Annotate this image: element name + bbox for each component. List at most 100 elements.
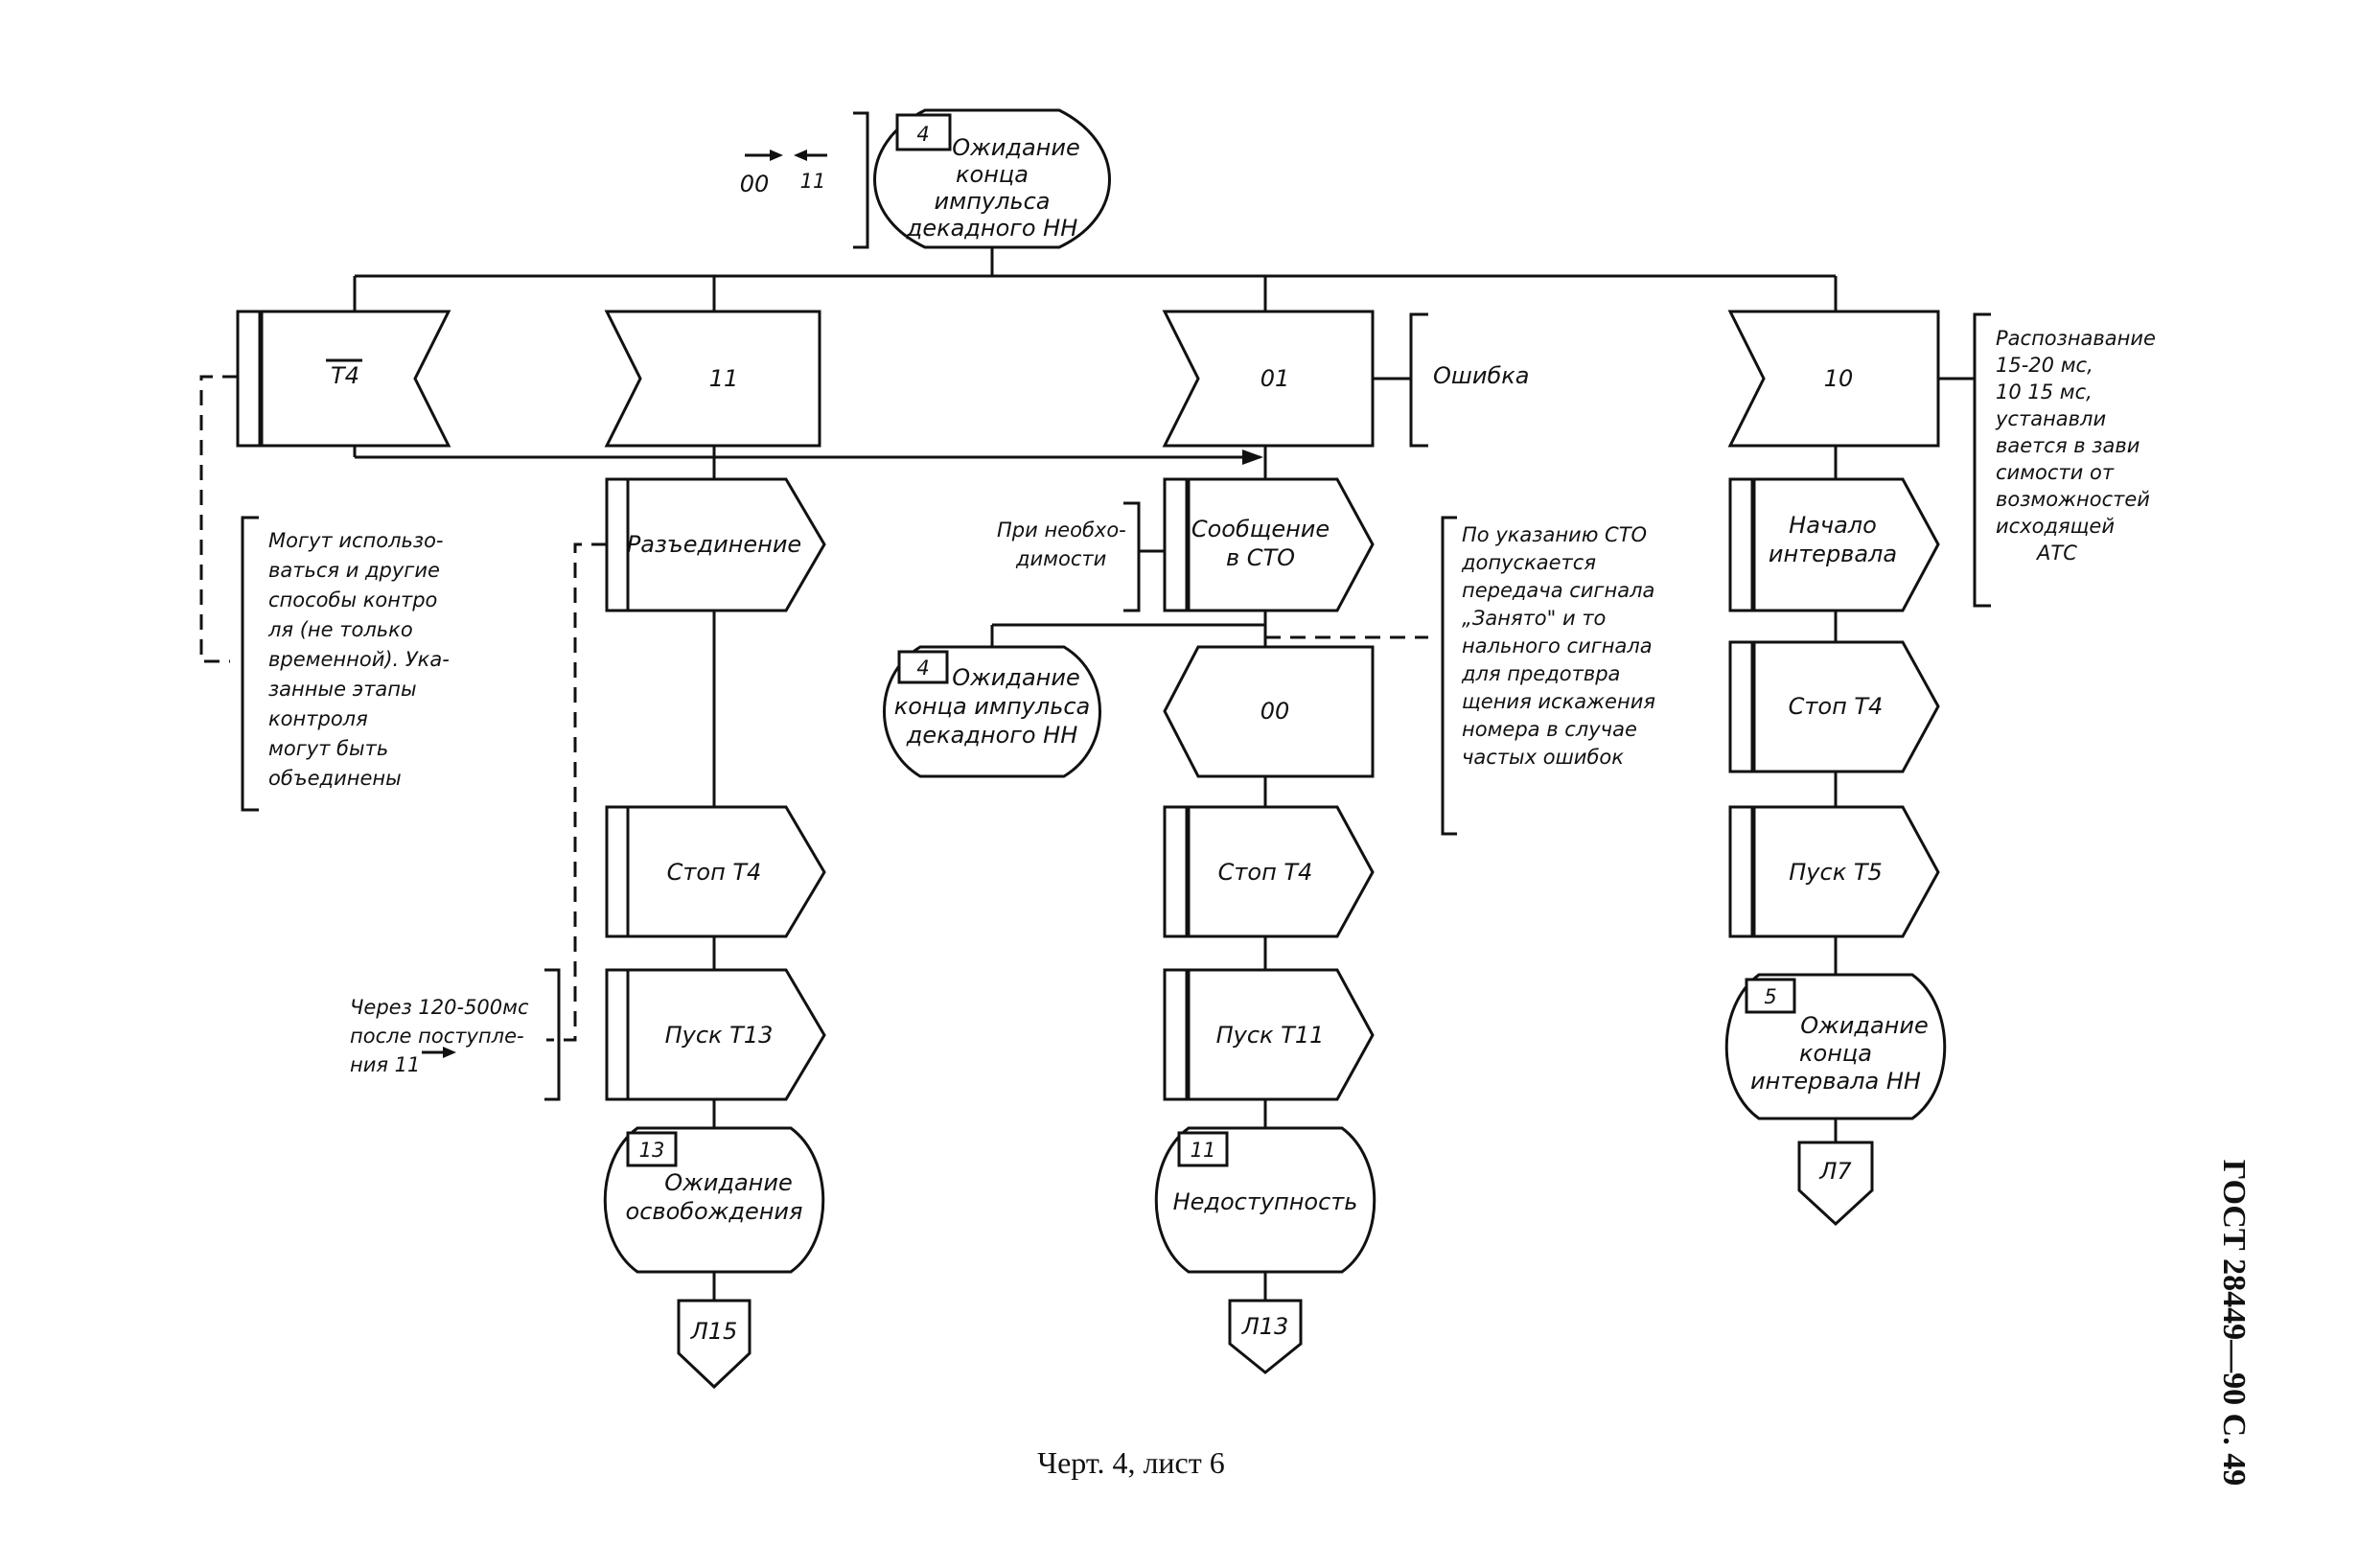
input-10-label: 10 [1824, 365, 1854, 392]
col2-stop-t4: Стоп Т4 [1163, 805, 1375, 938]
note-sto: По указанию СТО допускается передача сиг… [1265, 516, 1655, 836]
note-control-8: могут быть [268, 737, 388, 760]
top-state-number: 4 [916, 123, 929, 146]
col1-disconnect: Разъединение [605, 477, 826, 612]
col3-step1-label-2: интервала [1769, 541, 1897, 567]
col1-step1-label: Разъединение [627, 531, 801, 558]
note-control-1: Могут использо- [268, 529, 444, 552]
col3-step3-label: Пуск Т5 [1789, 859, 1883, 886]
col2-connector-label: Л13 [1241, 1313, 1289, 1340]
note-control-7: контроля [268, 707, 368, 730]
input-11: 11 [604, 310, 821, 448]
input-t4: T4 [236, 310, 451, 448]
col3-connector: Л7 [1797, 1141, 1874, 1227]
col2-state-label: Недоступность [1173, 1188, 1358, 1215]
note-sto-4: „Занято" и то [1462, 607, 1606, 630]
col3-interval-start: Начало интервала [1728, 477, 1940, 612]
note-recognition-7: возможностей [1996, 488, 2150, 511]
note-recognition-4: устанавли [1995, 407, 2106, 430]
note-sto-3: передача сигнала [1462, 579, 1654, 602]
note-through: Через 120-500мс после поступле- ния 11 [350, 542, 607, 1101]
top-state: 4 Ожидание конца импульса декадного НН [873, 108, 1111, 249]
note-recognition-2: 15-20 мс, [1996, 354, 2093, 377]
col2-input-label: 00 [1260, 698, 1290, 725]
col3-start-t5: Пуск Т5 [1728, 805, 1940, 938]
col3-connector-label: Л7 [1818, 1158, 1852, 1185]
note-sto-9: частых ошибок [1462, 746, 1624, 769]
col3-step1-label-1: Начало [1789, 512, 1877, 539]
top-state-label-4: декадного НН [906, 215, 1078, 242]
col1-state-label-2: освобождения [626, 1198, 803, 1225]
note-through-1: Через 120-500мс [350, 996, 529, 1019]
note-control-2: ваться и другие [268, 559, 440, 582]
arrow-head [1242, 450, 1263, 465]
col2-step1-label-2: в СТО [1226, 544, 1295, 571]
note-need: При необхо- димости [997, 501, 1165, 612]
note-sto-5: нального сигнала [1462, 634, 1653, 657]
col3-step2-label: Стоп Т4 [1789, 693, 1884, 720]
col2-state-number: 11 [1191, 1139, 1216, 1162]
note-recognition-6: симости от [1996, 461, 2115, 484]
input-t4-label: T4 [331, 362, 359, 389]
col1-stop-t4: Стоп Т4 [605, 805, 826, 938]
note-sto-6: для предотвра [1461, 662, 1620, 685]
top-state-label-2: конца [956, 161, 1029, 188]
col2-step1-label-1: Сообщение [1191, 516, 1330, 542]
col1-state-number: 13 [639, 1139, 665, 1162]
input-11-label: 11 [709, 365, 739, 392]
input-10: 10 [1727, 310, 1940, 448]
input-01: 01 [1162, 310, 1375, 448]
note-control-6: занные этапы [268, 678, 417, 701]
col2-message-sto: Сообщение в СТО [1163, 477, 1375, 612]
col3-state-label-2: конца [1799, 1040, 1872, 1067]
note-recognition-8: исходящей [1996, 515, 2115, 538]
note-need-2: димости [1015, 547, 1106, 570]
top-state-label-3: импульса [935, 188, 1051, 215]
top-state-label-1: Ожидание [952, 134, 1079, 161]
col2-branch-state-4: 4 Ожидание конца импульса декадного НН [883, 645, 1101, 778]
note-error-text: Ошибка [1433, 362, 1529, 389]
top-note: 00 11 [740, 111, 869, 249]
col1-step2-label: Стоп Т4 [667, 859, 762, 886]
note-sto-2: допускается [1461, 551, 1596, 574]
note-control-5: временной). Ука- [268, 648, 450, 671]
col1-state-13: 13 Ожидание освобождения [603, 1126, 825, 1274]
note-sto-8: номера в случае [1462, 718, 1637, 741]
note-through-3: ния 11 [350, 1053, 420, 1076]
figure-caption: Черт. 4, лист 6 [1037, 1445, 1224, 1480]
connector-lines [353, 247, 1838, 1301]
col1-state-label-1: Ожидание [664, 1169, 792, 1196]
note-error: Ошибка [1373, 312, 1529, 448]
col3-state-number: 5 [1764, 985, 1776, 1008]
col1-connector: Л15 [677, 1299, 752, 1390]
top-note-a: 00 [740, 171, 770, 197]
col2-connector: Л13 [1228, 1299, 1303, 1374]
col2-start-t11: Пуск Т11 [1163, 968, 1375, 1101]
note-recognition-5: вается в зави [1996, 434, 2139, 457]
col2-step2-label: Стоп Т4 [1218, 859, 1313, 886]
note-sto-1: По указанию СТО [1462, 523, 1647, 546]
note-recognition-9: АТС [2035, 542, 2077, 565]
col1-connector-label: Л15 [690, 1318, 738, 1345]
note-control-9: объединены [268, 767, 402, 790]
col2-branch-state-label-3: декадного НН [906, 722, 1078, 749]
col1-step3-label: Пуск Т13 [665, 1022, 774, 1049]
note-control-3: способы контро [268, 588, 437, 611]
col3-state-5: 5 Ожидание конца интервала НН [1724, 973, 1947, 1120]
side-page-reference: ГОСТ 28449—90 С. 49 [2216, 1160, 2252, 1486]
col2-branch-state-label-1: Ожидание [952, 664, 1079, 691]
note-sto-7: щения искажения [1462, 690, 1655, 713]
note-need-1: При необхо- [997, 519, 1126, 542]
col3-state-label-3: интервала НН [1750, 1068, 1921, 1095]
col3-stop-t4: Стоп Т4 [1728, 640, 1940, 773]
col1-start-t13: Пуск Т13 [605, 968, 826, 1101]
note-recognition-3: 10 15 мс, [1996, 380, 2093, 404]
col2-branch-state-number: 4 [916, 657, 929, 680]
note-through-2: после поступле- [350, 1025, 524, 1048]
note-recognition-1: Распознавание [1996, 327, 2156, 350]
col3-state-label-1: Ожидание [1800, 1012, 1928, 1039]
note-control: Могут использо- ваться и другие способы … [199, 375, 450, 812]
top-note-b: 11 [800, 170, 826, 193]
col2-branch-state-label-2: конца импульса [894, 693, 1091, 720]
